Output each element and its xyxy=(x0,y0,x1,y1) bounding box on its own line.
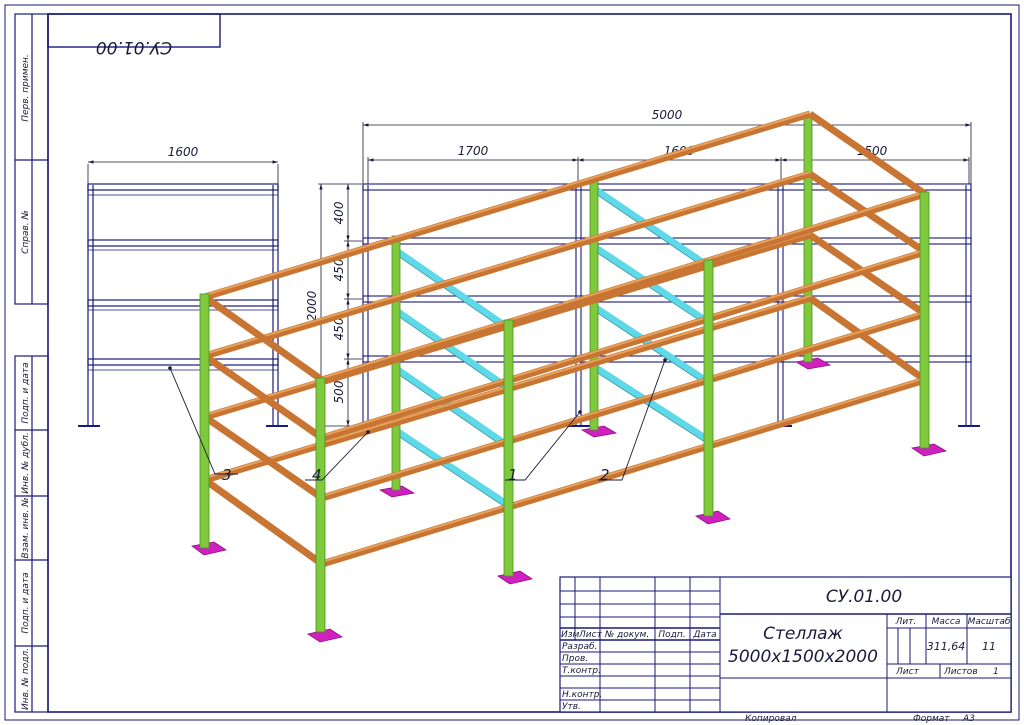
side-label-inv-dubl: Инв. № дубл. xyxy=(21,432,31,494)
sheet-label: Лист xyxy=(895,667,920,677)
role-prov: Пров. xyxy=(562,654,588,664)
header-lit: Лит. xyxy=(895,617,917,627)
copied-label: Копировал xyxy=(745,714,797,724)
side-label-perv: Перв. примен. xyxy=(21,54,31,122)
role-razrab: Разраб. xyxy=(562,642,597,652)
mass-value: 311,64 xyxy=(927,640,966,653)
dim-side-width xyxy=(87,160,279,184)
sheets-label: Листов xyxy=(943,667,978,677)
title-block-grid xyxy=(559,576,1012,713)
side-label-podp2: Подп. и дата xyxy=(21,572,31,633)
role-nkontr: Н.контр. xyxy=(562,690,602,700)
front-posts xyxy=(199,191,930,633)
format-label: Формат xyxy=(913,714,950,724)
front-beam-highlights xyxy=(321,191,926,563)
side-view xyxy=(78,183,288,427)
scale-value: 11 xyxy=(982,640,996,653)
dim-overall xyxy=(362,122,972,184)
callout-4: 4 xyxy=(312,466,322,484)
dim-gap4-label: 500 xyxy=(332,380,346,403)
dim-height-label: 2000 xyxy=(305,290,319,321)
title-block-lines xyxy=(560,577,1011,712)
callout-leaders xyxy=(169,359,666,481)
dim-gap2-label: 450 xyxy=(332,258,346,281)
header-doc: № докум. xyxy=(604,630,649,640)
format-value: А3 xyxy=(962,714,975,724)
dim-gap3-label: 450 xyxy=(332,317,346,340)
header-list: Лист xyxy=(578,630,603,640)
dim-bay1-label: 1700 xyxy=(458,144,489,158)
header-scale: Масштаб xyxy=(968,617,1011,627)
title-block-code: СУ.01.00 xyxy=(826,587,902,607)
front-beams xyxy=(320,190,927,568)
sheets-value: 1 xyxy=(993,667,999,677)
top-code: СУ.01.00 xyxy=(96,37,172,57)
title-name-line2: 5000х1500х2000 xyxy=(728,647,878,667)
header-mass: Масса xyxy=(932,617,961,627)
left-margin-strip xyxy=(14,13,49,713)
role-tkontr: Т.контр. xyxy=(562,666,601,676)
header-date: Дата xyxy=(692,630,716,640)
cross-beam-edges xyxy=(397,193,709,510)
dim-overall-label: 5000 xyxy=(652,108,683,122)
callout-dots xyxy=(168,358,667,434)
callout-2: 2 xyxy=(600,466,610,484)
title-name-line1: Стеллаж xyxy=(763,624,843,644)
dim-gap1-label: 400 xyxy=(332,201,346,224)
side-label-sprav: Справ. № xyxy=(21,210,31,254)
side-label-podp1: Подп. и дата xyxy=(21,362,31,423)
header-izm: Изм xyxy=(561,630,580,640)
callout-1: 1 xyxy=(508,466,518,484)
header-sign: Подп. xyxy=(658,630,685,640)
callout-3: 3 xyxy=(222,466,232,484)
end-beams xyxy=(202,111,928,567)
dim-side-width-label: 1600 xyxy=(168,145,199,159)
top-code-box xyxy=(47,13,221,48)
role-utv: Утв. xyxy=(562,702,581,712)
side-label-vzam: Взам. инв. № xyxy=(21,497,31,558)
outer-border xyxy=(4,4,1020,721)
side-label-inv-podl: Инв. № подл. xyxy=(21,648,31,710)
